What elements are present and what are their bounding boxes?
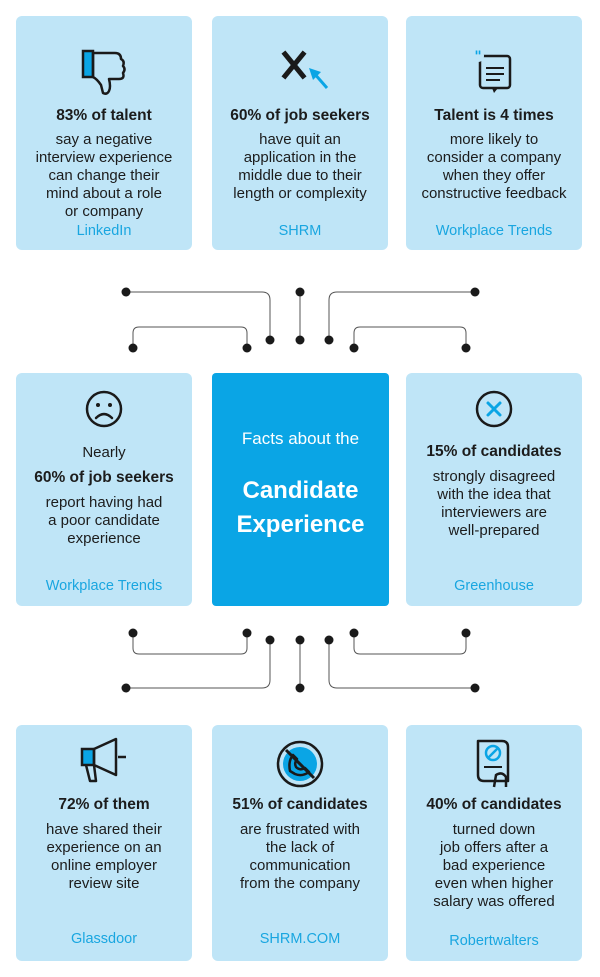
feedback-document-icon: " xyxy=(472,49,512,93)
fact-headline: 15% of candidates xyxy=(426,443,562,460)
fact-body-line: length or complexity xyxy=(233,185,367,202)
fact-body-line: more likely to xyxy=(449,131,539,148)
fact-body-line: from the company xyxy=(239,875,361,892)
fact-headline: 40% of candidates xyxy=(426,796,562,813)
fact-body-line: mind about a role xyxy=(46,185,162,202)
fact-body-line: when they offer xyxy=(442,167,546,184)
fact-body: are frustrated with the lack of communic… xyxy=(218,821,382,893)
fact-body-line: job offers after a xyxy=(439,839,549,856)
close-cursor-icon xyxy=(281,50,329,89)
fact-body: have shared their experience on an onlin… xyxy=(22,821,186,893)
fact-body-line: interview experience xyxy=(35,149,173,166)
center-title-line: Candidate xyxy=(242,477,359,504)
fact-body: strongly disagreed with the idea that in… xyxy=(412,468,576,540)
fact-body: report having had a poor candidate exper… xyxy=(22,494,186,548)
center-title-line: Experience xyxy=(236,511,365,538)
fact-source: Workplace Trends xyxy=(45,578,163,594)
fact-body-line: report having had xyxy=(45,494,163,511)
fact-source: LinkedIn xyxy=(76,223,132,239)
fact-body-line: experience on an xyxy=(46,839,162,856)
fact-source: Robertwalters xyxy=(449,933,539,949)
fact-body-line: have shared their xyxy=(46,821,162,838)
fact-body-line: strongly disagreed xyxy=(432,468,556,485)
fact-body-line: even when higher xyxy=(434,875,554,892)
fact-body-line: online employer xyxy=(51,857,157,874)
fact-card-linkedin: 83% of talent say a negative interview e… xyxy=(16,16,192,250)
fact-body-line: middle due to their xyxy=(238,167,362,184)
fact-headline: 72% of them xyxy=(58,796,150,813)
fact-headline: 60% of job seekers xyxy=(34,469,174,486)
fact-body-line: have quit an xyxy=(259,131,341,148)
fact-source: SHRM.COM xyxy=(259,931,341,947)
fact-body: have quit an application in the middle d… xyxy=(218,131,382,203)
fact-body-line: say a negative xyxy=(55,131,153,148)
svg-text:": " xyxy=(474,49,481,65)
declined-document-icon xyxy=(476,739,510,788)
no-phone-icon xyxy=(276,740,324,788)
fact-body-line: or company xyxy=(64,203,144,220)
fact-body-line: experience xyxy=(67,530,141,547)
megaphone-icon xyxy=(80,737,126,783)
fact-pre: Nearly xyxy=(82,444,126,461)
fact-body-line: turned down xyxy=(452,821,536,838)
fact-body-line: a poor candidate xyxy=(48,512,160,529)
center-subtitle: Facts about the xyxy=(241,429,360,448)
fact-body-line: consider a company xyxy=(426,149,562,166)
fact-source: Greenhouse xyxy=(454,578,534,594)
fact-body-line: can change their xyxy=(48,167,160,184)
fact-card-glassdoor: 72% of them have shared their experience… xyxy=(16,725,192,961)
fact-body-line: interviewers are xyxy=(441,504,547,521)
thumbs-down-icon xyxy=(81,49,126,95)
fact-source: SHRM xyxy=(278,223,322,239)
fact-card-workplace-trends-1: " Talent is 4 times more likely to consi… xyxy=(406,16,582,250)
fact-headline: 60% of job seekers xyxy=(230,107,370,124)
fact-body-line: bad experience xyxy=(442,857,546,874)
sad-face-icon xyxy=(85,390,123,428)
fact-body-line: application in the xyxy=(243,149,357,166)
fact-source: Workplace Trends xyxy=(435,223,553,239)
fact-body-line: well-prepared xyxy=(448,522,540,539)
fact-body-line: review site xyxy=(68,875,140,892)
x-circle-icon xyxy=(475,390,513,428)
fact-body-line: salary was offered xyxy=(433,893,555,910)
fact-headline: 83% of talent xyxy=(56,107,152,124)
fact-body: turned down job offers after a bad exper… xyxy=(412,821,576,911)
fact-body-line: communication xyxy=(249,857,351,874)
fact-body-line: are frustrated with xyxy=(239,821,361,838)
fact-body-line: the lack of xyxy=(265,839,335,856)
fact-card-greenhouse: 15% of candidates strongly disagreed wit… xyxy=(406,373,582,606)
fact-source: Glassdoor xyxy=(70,931,138,947)
fact-body-line: with the idea that xyxy=(437,486,551,503)
fact-card-shrm: 60% of job seekers have quit an applicat… xyxy=(212,16,388,250)
fact-headline: Talent is 4 times xyxy=(434,107,554,124)
fact-body: say a negative interview experience can … xyxy=(22,131,186,221)
center-title-box: Facts about the Candidate Experience xyxy=(212,373,389,606)
center-title: Candidate Experience xyxy=(212,474,389,542)
fact-body-line: constructive feedback xyxy=(421,185,567,202)
fact-body: more likely to consider a company when t… xyxy=(412,131,576,203)
fact-card-shrm-com: 51% of candidates are frustrated with th… xyxy=(212,725,388,961)
fact-card-robertwalters: 40% of candidates turned down job offers… xyxy=(406,725,582,961)
fact-headline: 51% of candidates xyxy=(232,796,368,813)
fact-card-workplace-trends-2: Nearly 60% of job seekers report having … xyxy=(16,373,192,606)
